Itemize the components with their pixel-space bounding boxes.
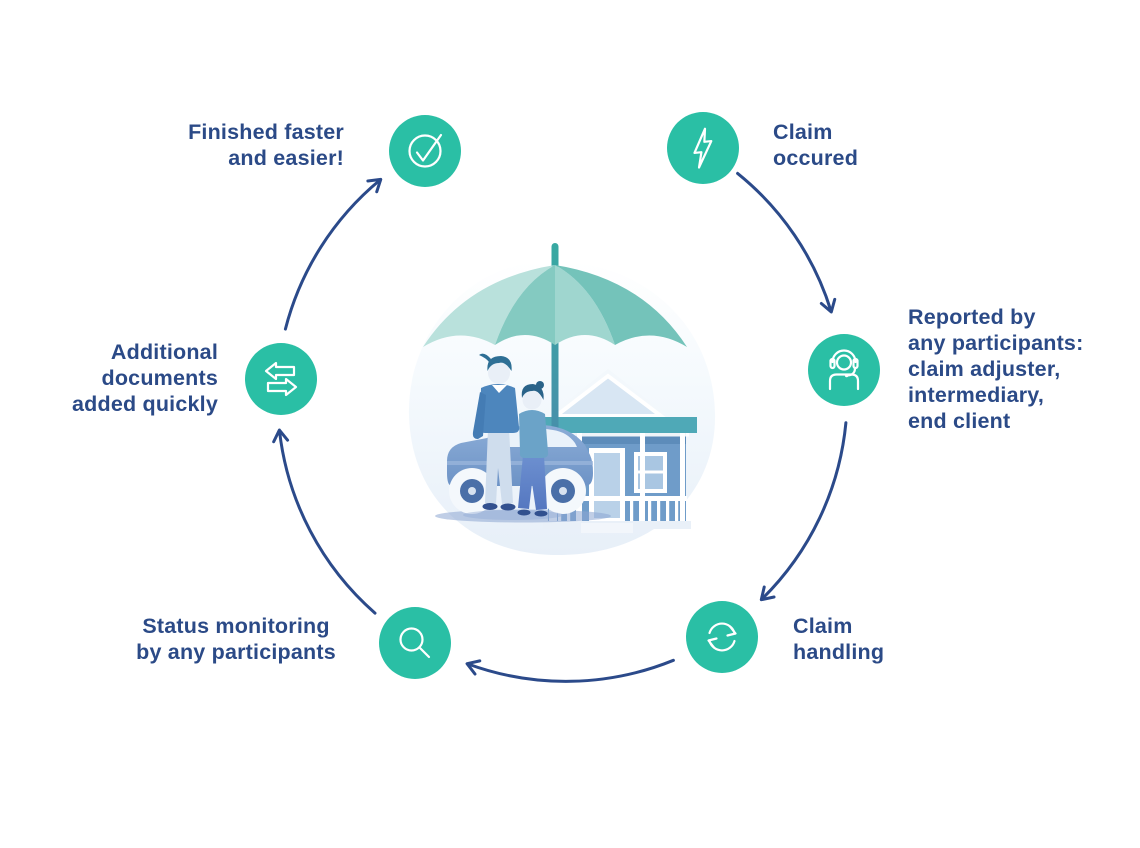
step-claim-occurred — [667, 112, 739, 184]
house — [536, 369, 697, 533]
transfer-arrows-icon — [264, 361, 298, 397]
sync-icon — [707, 622, 737, 652]
step-claim-handling — [686, 601, 758, 673]
insurance-protection-illustration — [408, 243, 716, 556]
step-status-monitoring — [379, 607, 451, 679]
label-claim-occured: Claim occured — [773, 120, 859, 170]
label-finished-faster: Finished faster and easier! — [188, 120, 344, 170]
headset-icon — [828, 349, 860, 391]
step-additional-documents — [245, 343, 317, 415]
label-reported-by: Reported by any participants: claim adju… — [908, 305, 1084, 433]
label-claim-handling: Claim handling — [793, 614, 885, 664]
umbrella-canopy — [423, 265, 687, 347]
couple — [463, 353, 563, 520]
arrow-claim-to-reported — [736, 171, 837, 314]
label-additional-documents: Additional documents added quickly — [72, 340, 218, 416]
background-blob — [408, 260, 716, 556]
arrow-status-to-documents — [272, 428, 377, 615]
arrow-handling-to-status — [465, 658, 675, 683]
car — [435, 424, 611, 523]
lightning-icon — [693, 127, 713, 169]
umbrella-pole — [551, 243, 559, 495]
step-finished — [389, 115, 461, 187]
label-status-monitoring: Status monitoring by any participants — [136, 614, 336, 664]
check-icon — [408, 133, 443, 168]
arrow-documents-to-finished — [283, 177, 383, 331]
magnifier-icon — [399, 627, 431, 659]
step-reported-by — [808, 334, 880, 406]
arrow-reported-to-handling — [759, 421, 848, 602]
